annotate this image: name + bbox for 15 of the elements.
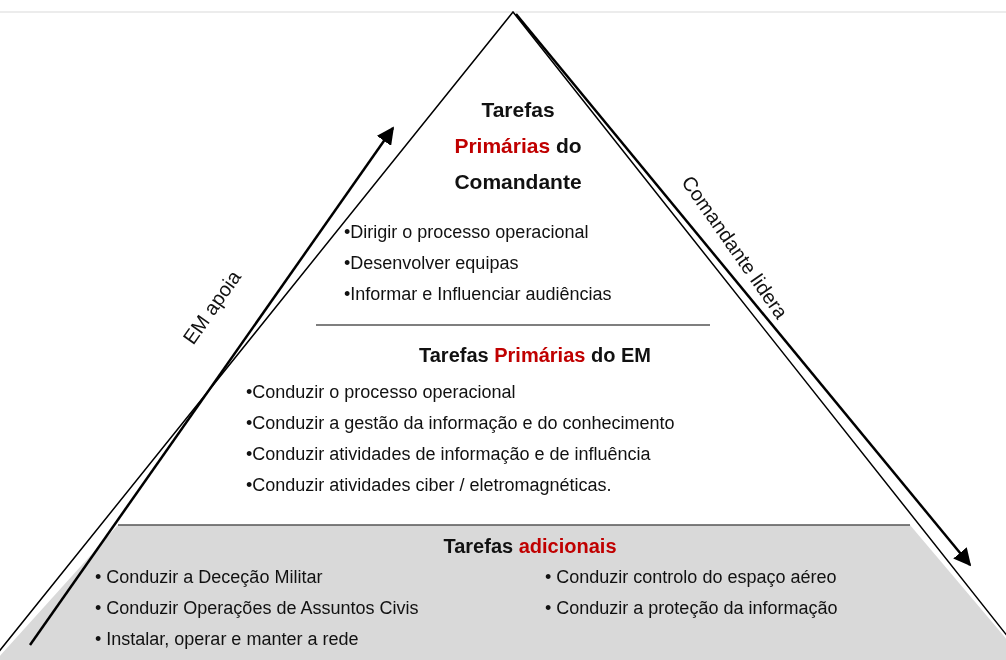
section-heading: Tarefas adicionais — [442, 534, 618, 559]
bullet-item: •Desenvolver equipas — [344, 252, 520, 275]
section-heading: Tarefas Primárias do Comandante — [453, 97, 583, 195]
bullet-item: •Conduzir atividades de informação e de influência — [246, 443, 652, 466]
bullet-item: •Informar e Influenciar audiências — [344, 283, 612, 306]
section-heading: Tarefas Primárias do EM — [418, 343, 652, 368]
bullet-item: •Conduzir atividades ciber / eletromagnéticas. — [246, 474, 613, 497]
bullet-item: • Conduzir a proteção da informação — [545, 597, 839, 620]
bullet-item: • Instalar, operar e manter a rede — [95, 628, 360, 651]
bullet-item: •Conduzir o processo operacional — [246, 381, 517, 404]
bullet-item: • Conduzir controlo do espaço aéreo — [545, 566, 838, 589]
bullet-item: •Conduzir a gestão da informação e do conhecimento — [246, 412, 675, 435]
bullet-item: •Dirigir o processo operacional — [344, 221, 590, 244]
bullet-item: • Conduzir a Deceção Militar — [95, 566, 324, 589]
bullet-item: • Conduzir Operações de Assuntos Civis — [95, 597, 420, 620]
